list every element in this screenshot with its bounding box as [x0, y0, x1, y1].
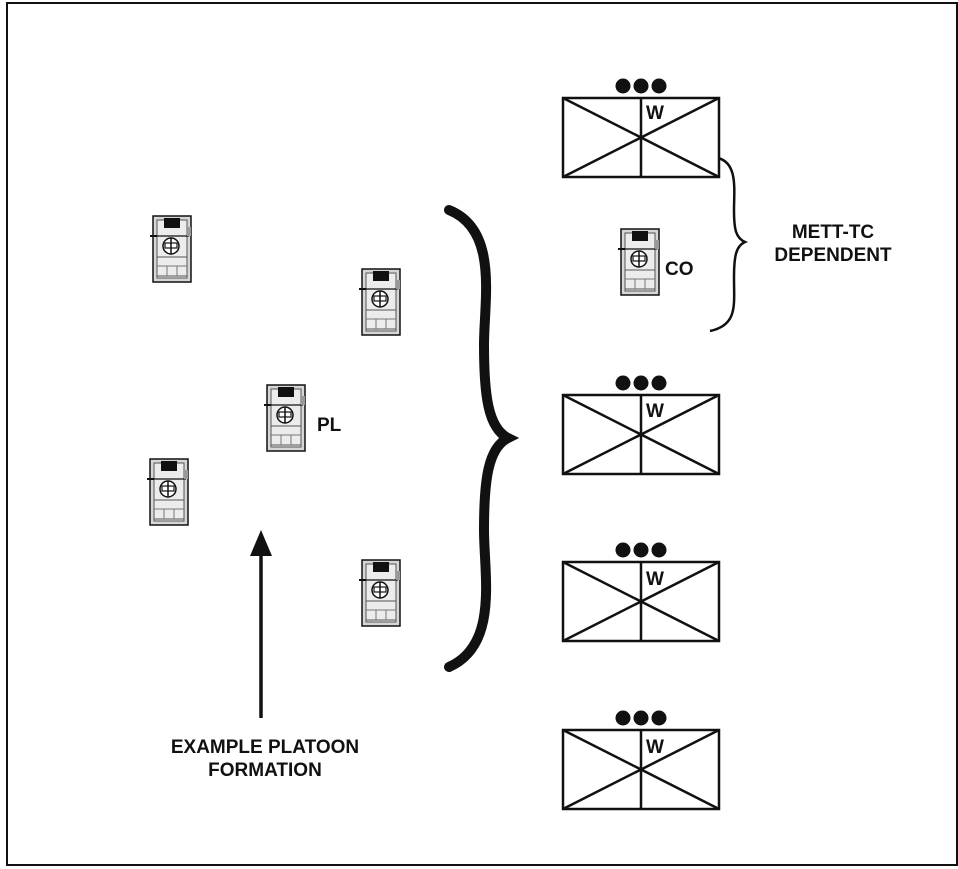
arrow-head-icon [250, 530, 272, 556]
mett-tc-line-1: METT-TC [791, 222, 875, 243]
mett-tc-line-2: DEPENDENT [774, 245, 892, 266]
unit-designator: W [646, 569, 664, 590]
unit-designator: W [646, 103, 664, 124]
mett-tc-label: METT-TC DEPENDENT [748, 221, 918, 267]
vehicle-platoon-leader [263, 384, 306, 452]
example-formation-label: EXAMPLE PLATOON FORMATION [120, 736, 410, 782]
unit-symbol-2 [561, 375, 721, 476]
unit-symbol-3 [561, 542, 721, 643]
small-brace [709, 156, 749, 333]
diagram-frame [6, 2, 958, 866]
unit-symbol-1 [561, 78, 721, 179]
vehicle-right-bottom [358, 559, 401, 627]
unit-designator: W [646, 401, 664, 422]
vehicle-left-top [149, 215, 192, 283]
vehicle-left-bottom [146, 458, 189, 526]
large-brace [444, 205, 520, 672]
vehicle-right-top [358, 268, 401, 336]
example-line-2: FORMATION [208, 760, 322, 781]
vehicle-company-commander [617, 228, 660, 296]
unit-designator: W [646, 737, 664, 758]
platoon-leader-label: PL [317, 415, 342, 436]
unit-symbol-4 [561, 710, 721, 811]
example-line-1: EXAMPLE PLATOON [170, 737, 360, 758]
company-commander-label: CO [665, 259, 694, 280]
